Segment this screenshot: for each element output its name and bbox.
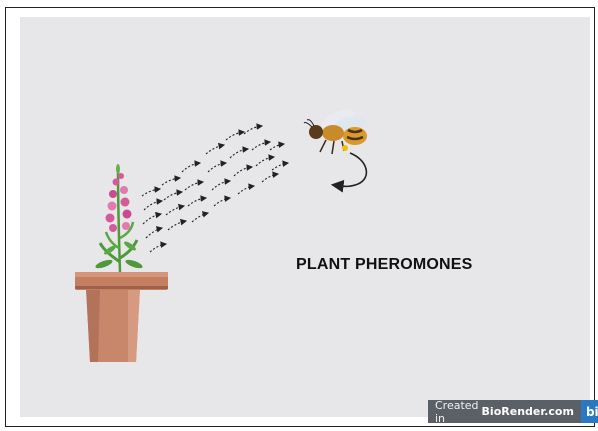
pheromone-arrows-icon [142,126,288,252]
bee-icon [304,105,367,154]
badge-brand: BioRender.com [482,405,574,418]
snapdragon-flower-icon [95,164,144,272]
diagram-title: PLANT PHEROMONES [296,256,473,274]
flower-pot-icon [75,272,168,362]
curved-arrow-icon [334,153,366,186]
biorender-badge[interactable]: Created in BioRender.com bio [428,400,598,423]
badge-prefix: Created in [435,399,479,425]
biorender-logo-icon: bio [581,400,598,423]
